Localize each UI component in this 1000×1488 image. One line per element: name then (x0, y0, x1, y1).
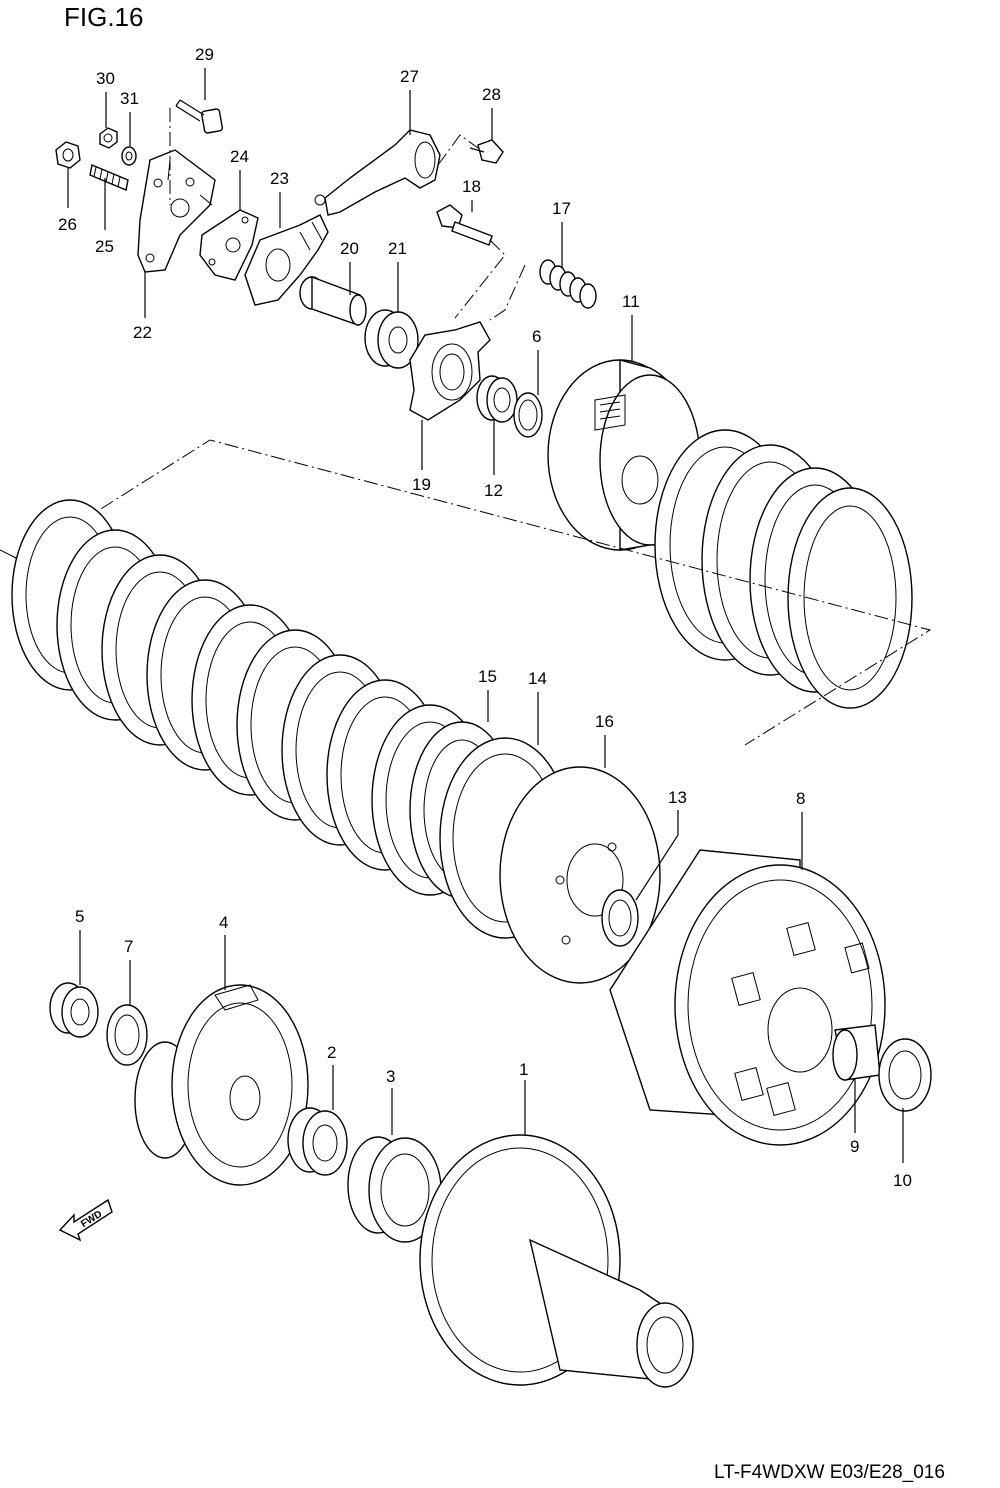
figure-title: FIG.16 (64, 2, 143, 32)
callout-21: 21 (388, 239, 407, 258)
part-7-washer (106, 1004, 148, 1066)
callout-31: 31 (120, 89, 139, 108)
callout-26: 26 (58, 215, 77, 234)
part-30-nut (99, 127, 118, 149)
plate-stack-lower (11, 499, 489, 896)
part-12-bearing (476, 375, 518, 423)
callout-labels: 29 30 31 26 25 22 24 23 27 28 18 20 21 1… (58, 45, 912, 1190)
part-9-sleeve (832, 1024, 881, 1081)
part-29-bolt (175, 99, 223, 134)
part-31-washer (121, 146, 137, 166)
callout-20: 20 (340, 239, 359, 258)
part-27-release-arm (314, 129, 441, 216)
part-24-gasket (199, 209, 259, 281)
leader-dash-27 (437, 134, 479, 166)
callout-1: 1 (519, 1060, 528, 1079)
part-19-release-plate (409, 321, 491, 421)
part-4-centrifugal-shoe (134, 984, 309, 1186)
part-20-release-pin (299, 275, 367, 326)
part-22-release-plate-holder (137, 149, 216, 273)
leader-dash-18 (454, 239, 506, 319)
callout-9: 9 (850, 1137, 859, 1156)
callout-23: 23 (270, 169, 289, 188)
part-23-release-cam (244, 214, 329, 306)
callout-5: 5 (75, 907, 84, 926)
callout-30: 30 (96, 69, 115, 88)
part-2-bearing (287, 1107, 348, 1176)
part-3-one-way-clutch (347, 1136, 442, 1243)
callout-15: 15 (478, 667, 497, 686)
part-28-bolt (469, 139, 504, 164)
part-13-washer (601, 889, 639, 947)
drawing-code: LT-F4WDXW E03/E28_016 (714, 1462, 945, 1483)
part-6-washer (513, 392, 543, 438)
callout-27: 27 (400, 67, 419, 86)
callout-6: 6 (532, 327, 541, 346)
leader-dash-17 (489, 264, 526, 321)
callout-19: 19 (412, 475, 431, 494)
callout-24: 24 (230, 147, 249, 166)
callout-7: 7 (124, 937, 133, 956)
callout-2: 2 (327, 1043, 336, 1062)
callout-16: 16 (595, 712, 614, 731)
callout-12: 12 (484, 481, 503, 500)
part-10-washer (878, 1038, 932, 1112)
callout-11: 11 (622, 292, 640, 311)
part-5-nut (49, 982, 99, 1038)
callout-17: 17 (552, 199, 571, 218)
part-17-spring (539, 259, 597, 309)
callout-18: 18 (462, 177, 481, 196)
callout-3: 3 (386, 1067, 395, 1086)
callout-8: 8 (796, 789, 805, 808)
fwd-arrow-icon: FWD (58, 1198, 113, 1242)
callout-10: 10 (893, 1171, 912, 1190)
part-21-bearing (364, 309, 419, 369)
callout-29: 29 (195, 45, 214, 64)
callout-28: 28 (482, 85, 501, 104)
part-18-bolt (436, 204, 493, 246)
leader-lines (67, 68, 904, 1163)
callout-14: 14 (528, 669, 547, 688)
part-26-nut (55, 141, 81, 169)
plate-stack-upper (654, 429, 913, 709)
part-1-clutch-housing (419, 1134, 694, 1388)
part-25-stud (89, 164, 129, 191)
part-8-primary-driven-gear (609, 849, 886, 1146)
callout-22: 22 (133, 323, 152, 342)
callout-4: 4 (219, 913, 228, 932)
callout-13: 13 (668, 788, 687, 807)
callout-25: 25 (95, 237, 114, 256)
